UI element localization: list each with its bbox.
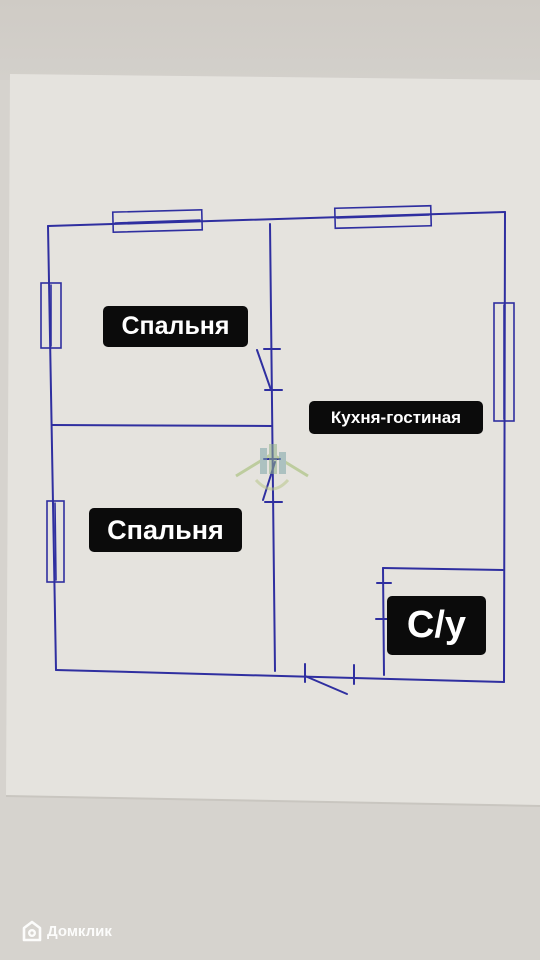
domclick-logo-icon [22,920,42,942]
room-label-bedroom-bottom: Спальня [89,508,242,552]
outer-wall-right [503,211,506,683]
window-top-right [333,204,433,230]
window-right [493,302,515,422]
door-bedroom-top [256,348,283,391]
background-top [0,0,540,80]
window-top-left [111,209,204,233]
room-label-bedroom-top: Спальня [103,306,248,347]
bathroom-wall-left [382,567,385,676]
room-label-bathroom: С/у [387,596,486,655]
window-left-upper [40,282,62,349]
partition-wall-bedrooms [51,424,273,427]
outer-wall-bottom [55,669,505,683]
window-left-lower [46,500,65,583]
outer-wall-top [47,211,506,227]
outer-wall-left [47,225,57,671]
bathroom-wall-top [382,567,504,571]
door-entrance [304,663,355,695]
domclick-watermark: Домклик [22,920,112,942]
domclick-watermark-text: Домклик [47,922,112,940]
room-label-living-kitchen: Кухня-гостиная [309,401,483,434]
house-logo-icon [235,444,309,491]
